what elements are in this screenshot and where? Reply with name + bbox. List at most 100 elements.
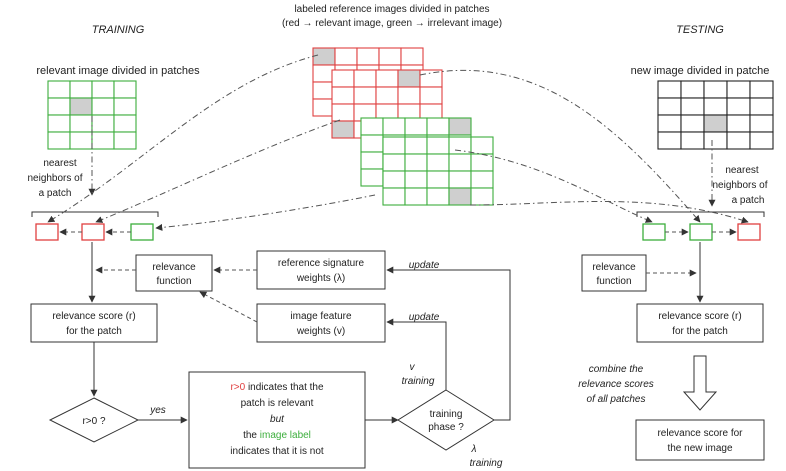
training-neighbors-label-2: neighbors of [27, 173, 82, 184]
training-image-patch [91, 80, 115, 99]
explanation-image-label: image label [260, 430, 311, 441]
combine-label-1: combine the [589, 364, 644, 375]
reference-red-patch [331, 69, 355, 88]
training-image-patch [113, 114, 137, 133]
reference-green-patch [382, 187, 406, 206]
feat-weights-to-relevance [199, 291, 258, 323]
training-score-l2: for the patch [66, 326, 122, 337]
ref-to-testing-neighbor-3 [469, 200, 749, 224]
training-image-patch [47, 131, 71, 150]
feature-weights-l2: weights (v) [296, 326, 345, 337]
testing-image-patch [680, 114, 705, 133]
reference-green-patch [360, 168, 384, 187]
explanation-line-5: indicates that it is not [230, 446, 324, 457]
testing-neighbors-bracket [636, 211, 765, 217]
reference-red-patch [397, 86, 421, 105]
reference-green-patch [360, 134, 384, 153]
reference-red-patch [400, 47, 424, 66]
training-phase-decision [397, 389, 495, 451]
reference-green-patch [470, 136, 494, 155]
ref-to-training-neighbor-3 [155, 194, 376, 231]
reference-green-patch [448, 153, 472, 172]
reference-green-patch [404, 187, 428, 206]
reference-red-patch [334, 47, 358, 66]
reference-green-patch [448, 170, 472, 189]
reference-green-patch [470, 170, 494, 189]
reference-red-patch [375, 69, 399, 88]
explanation-line-1: r>0 indicates that the [230, 382, 324, 393]
testing-image-patch [703, 80, 728, 99]
reference-green-patch [448, 136, 472, 155]
testing-neighbors-label-1: nearest [725, 165, 759, 176]
training-image-patch [47, 114, 71, 133]
training-relevance-function-l1: relevance [152, 262, 196, 273]
feature-weights-box [256, 303, 386, 343]
testing-neighbor-patch-green-1 [642, 223, 666, 241]
testing-score-l2: for the patch [672, 326, 728, 337]
training-image-patch [69, 97, 93, 116]
training-image-patch [91, 131, 115, 150]
final-score-l1: relevance score for [657, 428, 743, 439]
training-neighbor-patch-red-1 [35, 223, 59, 241]
reference-image-irrelevant-2 [382, 136, 494, 206]
testing-relevance-function-l1: relevance [592, 262, 636, 273]
reference-green-patch [404, 153, 428, 172]
lambda-training-label-1: λ [471, 444, 477, 455]
testing-score-l1: relevance score (r) [658, 311, 741, 322]
reference-red-patch [331, 103, 355, 122]
reference-weights-l2: weights (λ) [296, 273, 345, 284]
testing-image-patch [680, 97, 705, 116]
training-phase-l1: training [430, 409, 463, 420]
reference-red-patch [356, 47, 380, 66]
testing-image-patch [726, 97, 751, 116]
training-image-patch [69, 114, 93, 133]
reference-weights-box [256, 250, 386, 290]
testing-image-patch [657, 131, 682, 150]
training-image-patch [69, 131, 93, 150]
testing-image-patch [680, 131, 705, 150]
v-training-label-1: v [410, 362, 416, 373]
testing-image-patch [657, 80, 682, 99]
reference-title: labeled reference images divided in patc… [294, 4, 489, 15]
reference-green-patch [426, 117, 450, 136]
reference-green-patch [404, 117, 428, 136]
reference-green-patch [426, 153, 450, 172]
reference-green-patch [360, 117, 384, 136]
explanation-indicates: indicates that the [245, 382, 324, 393]
testing-image-patch [703, 131, 728, 150]
reference-image-relevant-2 [331, 69, 443, 139]
reference-green-patch [426, 170, 450, 189]
training-image-patch [113, 80, 137, 99]
explanation-box [188, 371, 366, 469]
explanation-line-4: the image label [243, 430, 311, 441]
v-training-label-2: training [402, 376, 435, 387]
reference-green-patch [470, 153, 494, 172]
explanation-line-3: but [270, 414, 285, 425]
ref-to-training-neighbor-1 [47, 54, 319, 223]
final-score-box [635, 419, 765, 461]
testing-image-patch [657, 114, 682, 133]
reference-red-patch [378, 47, 402, 66]
training-relevance-function-l2: function [156, 276, 191, 287]
testing-image-patch [749, 80, 774, 99]
reference-weights-l1: reference signature [278, 258, 365, 269]
training-image-patch [113, 131, 137, 150]
reference-green-patch [426, 187, 450, 206]
reference-red-patch [331, 86, 355, 105]
testing-relevance-function-l2: function [596, 276, 631, 287]
reference-red-patch [312, 47, 336, 66]
training-image-patch [113, 97, 137, 116]
explanation-r-positive: r>0 [230, 382, 245, 393]
training-image-patch [91, 114, 115, 133]
testing-image-patch [749, 97, 774, 116]
reference-green-patch [382, 136, 406, 155]
reference-green-patch [382, 153, 406, 172]
training-neighbors-label-3: a patch [39, 188, 72, 199]
r-positive-decision-label: r>0 ? [82, 416, 106, 427]
reference-red-patch [353, 86, 377, 105]
combine-label-2: relevance scores [578, 379, 654, 390]
testing-image-patch [703, 114, 728, 133]
testing-neighbor-patch-red [737, 223, 761, 241]
v-training-path [386, 318, 447, 390]
